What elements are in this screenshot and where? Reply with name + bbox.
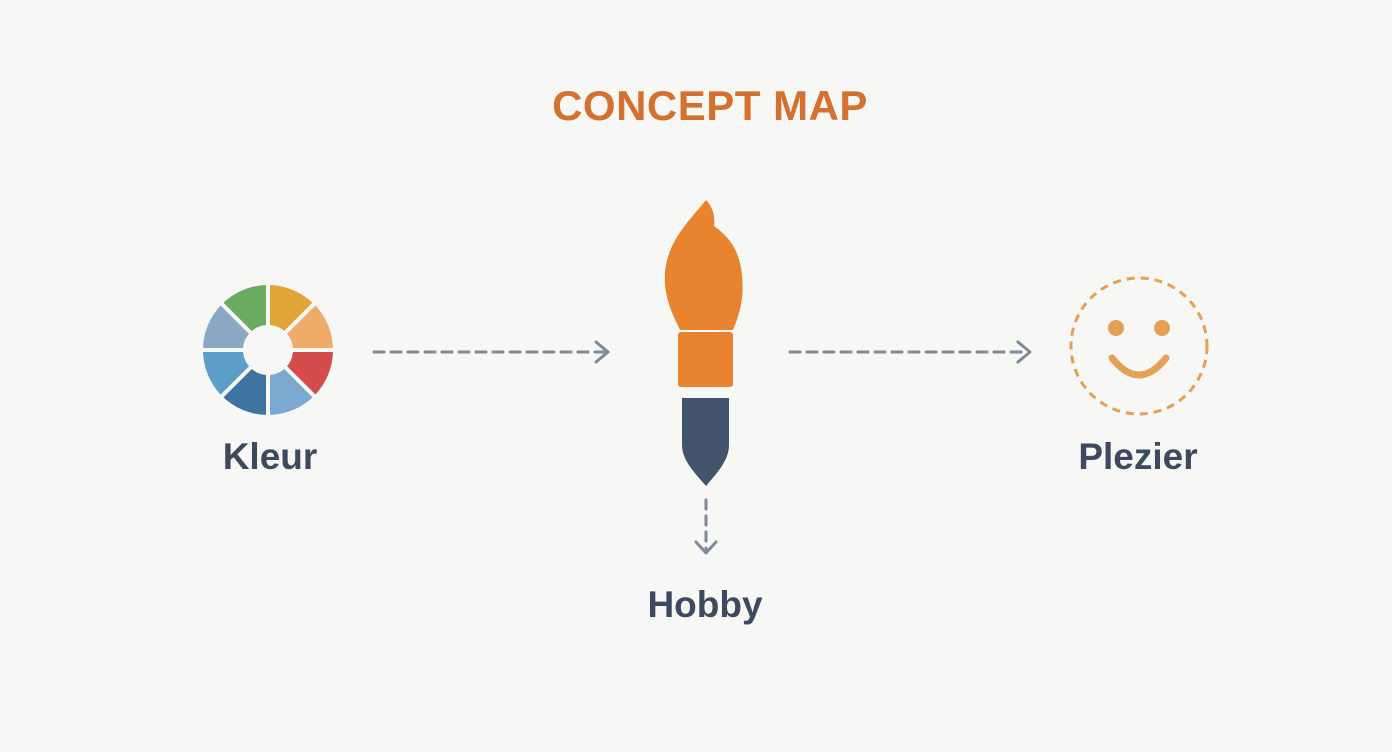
edge-arrow-hobby-plezier xyxy=(788,340,1032,364)
smiley-face-icon xyxy=(1069,276,1209,416)
diagram-title: CONCEPT MAP xyxy=(552,82,868,129)
color-wheel-icon xyxy=(199,281,337,419)
node-label-kleur: Kleur xyxy=(222,436,318,477)
smiley-right-eye xyxy=(1154,320,1170,336)
paintbrush-icon xyxy=(664,200,743,486)
edge-arrow-kleur-hobby xyxy=(372,340,610,364)
brush-handle xyxy=(682,398,729,486)
color-wheel-segment xyxy=(218,281,270,336)
node-label-hobby: Hobby xyxy=(647,584,763,625)
brush-head xyxy=(664,200,743,330)
node-label-plezier: Plezier xyxy=(1078,436,1198,477)
smiley-mouth xyxy=(1108,354,1170,379)
smiley-left-eye xyxy=(1108,320,1124,336)
edge-arrow-hobby-down xyxy=(694,498,718,555)
brush-ferrule xyxy=(678,332,733,387)
